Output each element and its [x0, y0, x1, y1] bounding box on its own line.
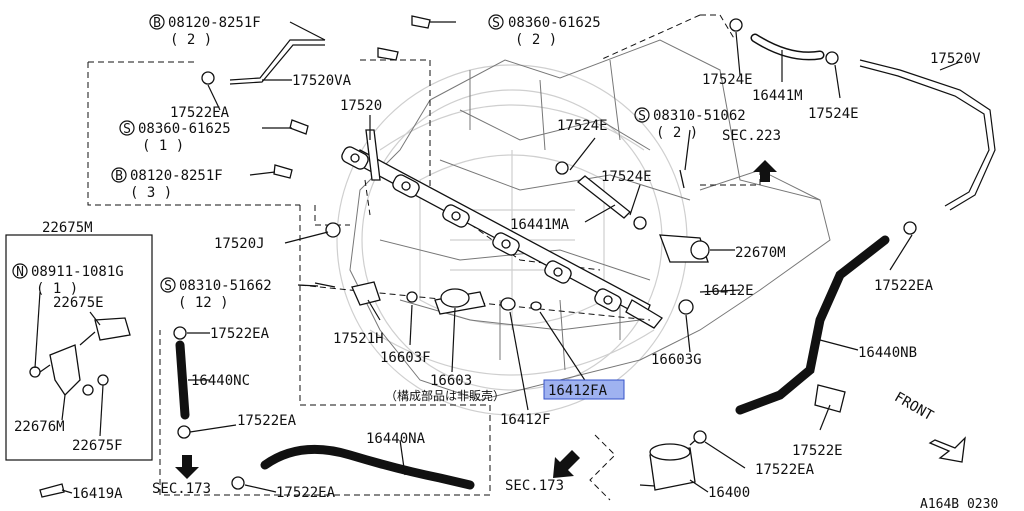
label-22676M: 22676M — [14, 419, 65, 435]
label-22675E: 22675E — [53, 295, 104, 311]
injector-boss — [341, 146, 369, 170]
label-08120-8251F-top: 08120-8251F — [168, 15, 261, 31]
highlight-16412FA — [543, 379, 625, 400]
label-17524E: 17524E — [808, 106, 859, 122]
label-qty: ( 2 ) — [170, 32, 212, 48]
screw-badge: S — [488, 14, 504, 31]
label-16441M: 16441M — [752, 88, 803, 104]
label-22675M: 22675M — [42, 220, 93, 236]
label-08310-51062: 08310-51062 — [653, 108, 746, 124]
screw-badge: S — [634, 107, 650, 124]
label-17522EA: 17522EA — [755, 462, 815, 478]
label-17522EA: 17522EA — [170, 105, 230, 121]
fasteners — [39, 15, 917, 498]
diagram-code: A164B 0230 — [920, 497, 998, 511]
label-22675F: 22675F — [72, 438, 123, 454]
injector-boss — [392, 174, 420, 198]
label-16412F: 16412F — [500, 412, 551, 428]
label-17522E: 17522E — [792, 443, 843, 459]
label-08120-8251F-mid: 08120-8251F — [130, 168, 223, 184]
svg-text:N: N — [16, 265, 24, 280]
label-sec-173: SEC.173 — [152, 481, 211, 497]
label-16400: 16400 — [708, 485, 750, 501]
bracket-assembly — [5, 234, 153, 461]
fuel-filter — [639, 435, 701, 491]
label-17521H: 17521H — [333, 331, 384, 347]
label-08360-61625-mid: 08360-61625 — [138, 121, 231, 137]
badges: B S S B S N S — [12, 14, 650, 294]
label-17522EA: 17522EA — [874, 278, 934, 294]
label-qty: ( 2 ) — [515, 32, 557, 48]
label-16440NA: 16440NA — [366, 431, 426, 447]
bolt-badge: B — [111, 167, 127, 184]
nut-badge: N — [12, 263, 28, 280]
injector-boss — [594, 288, 622, 312]
bolt-badge: B — [149, 14, 165, 31]
injector-assembly — [299, 281, 651, 321]
label-16412E: 16412E — [703, 283, 754, 299]
label-16603: 16603 — [430, 373, 472, 389]
injector-boss — [492, 232, 520, 256]
label-17524E: 17524E — [702, 72, 753, 88]
label-sec-223: SEC.223 — [722, 128, 781, 144]
label-17524E: 17524E — [557, 118, 608, 134]
label-qty: ( 3 ) — [130, 185, 172, 201]
part-labels: 08120-8251F ( 2 ) 08360-61625 ( 2 ) 1752… — [14, 15, 998, 511]
label-qty: ( 2 ) — [656, 125, 698, 141]
label-front: FRONT — [891, 389, 936, 424]
label-17524E: 17524E — [601, 169, 652, 185]
label-08911-1081G: 08911-1081G — [31, 264, 124, 280]
label-16603G: 16603G — [651, 352, 702, 368]
svg-text:B: B — [115, 169, 123, 184]
label-16603F: 16603F — [380, 350, 431, 366]
fuel-pressure-regulator — [659, 169, 710, 315]
label-16440NB: 16440NB — [858, 345, 917, 361]
arrow-up-sec223-icon — [753, 160, 777, 182]
svg-text:S: S — [638, 109, 646, 124]
label-16440NC: 16440NC — [191, 373, 250, 389]
arrow-downleft-sec173-icon — [553, 450, 580, 478]
injector-boss — [544, 260, 572, 284]
label-17520V: 17520V — [930, 51, 981, 67]
fuel-rail — [341, 129, 663, 329]
arrow-down-sec173-icon — [175, 455, 199, 479]
svg-text:S: S — [164, 279, 172, 294]
hoses — [175, 33, 996, 490]
screw-badge: S — [119, 120, 135, 137]
label-08360-61625-top: 08360-61625 — [508, 15, 601, 31]
label-22670M: 22670M — [735, 245, 786, 261]
label-16412FA: 16412FA — [548, 383, 608, 399]
label-qty: ( 1 ) — [36, 281, 78, 297]
label-16603-note: （構成部品は非販売） — [385, 388, 505, 403]
label-17522EA: 17522EA — [276, 485, 336, 501]
svg-text:S: S — [492, 16, 500, 31]
leader-lines — [34, 21, 961, 494]
label-16441MA: 16441MA — [510, 217, 570, 233]
label-17520VA: 17520VA — [292, 73, 352, 89]
label-qty: ( 12 ) — [178, 295, 229, 311]
front-arrow-icon — [928, 436, 966, 463]
label-17520: 17520 — [340, 98, 382, 114]
svg-text:S: S — [123, 122, 131, 137]
label-qty: ( 1 ) — [142, 138, 184, 154]
arrows — [175, 160, 966, 479]
label-08310-51662: 08310-51662 — [179, 278, 272, 294]
label-17522EA: 17522EA — [210, 326, 270, 342]
svg-text:B: B — [153, 16, 161, 31]
assembly-boundaries — [87, 14, 761, 501]
label-17520J: 17520J — [214, 236, 265, 252]
injector-boss — [442, 204, 470, 228]
screw-badge: S — [160, 277, 176, 294]
label-sec-173: SEC.173 — [505, 478, 564, 494]
label-17522EA: 17522EA — [237, 413, 297, 429]
label-16419A: 16419A — [72, 486, 123, 502]
